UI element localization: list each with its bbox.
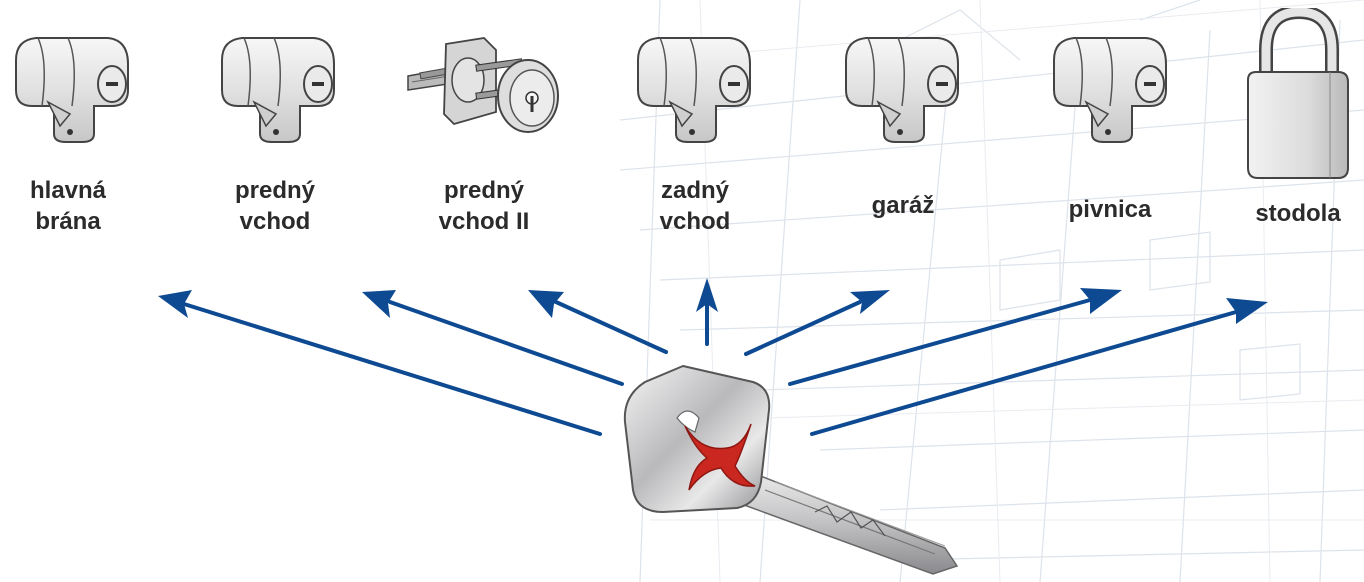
- label-line: vchod: [659, 208, 731, 235]
- euro-cylinder-icon: [15, 37, 129, 143]
- label-predny-vchod: predný vchod: [200, 175, 350, 237]
- label-zadny-vchod: zadný vchod: [620, 175, 770, 237]
- euro-cylinder-icon: [221, 37, 335, 143]
- label-stodola: stodola: [1223, 198, 1364, 229]
- arrowhead-stodola: [1226, 298, 1268, 324]
- label-pivnica: pivnica: [1035, 194, 1185, 225]
- rim-cylinder-icon: [407, 37, 559, 133]
- arrowhead-hlavna-brana: [158, 290, 192, 318]
- arrow-line-garaz: [744, 300, 862, 356]
- label-line: predný: [443, 177, 524, 204]
- euro-cylinder-icon: [1053, 37, 1167, 143]
- label-line: vchod II: [438, 208, 530, 235]
- label-line: predný: [234, 177, 315, 204]
- lock-predny-vchod: [214, 30, 342, 145]
- arrow-line-hlavna-brana: [182, 302, 602, 436]
- padlock-icon: [1247, 8, 1349, 179]
- arrowhead-garaz: [850, 290, 890, 314]
- label-line: stodola: [1255, 200, 1341, 227]
- lock-stodola: [1244, 8, 1354, 188]
- label-line: pivnica: [1068, 196, 1152, 223]
- label-line: vchod: [239, 208, 311, 235]
- arrow-line-pivnica: [788, 298, 1092, 386]
- lock-predny-vchod-ii: [404, 24, 564, 154]
- master-key: [615, 362, 975, 582]
- label-line: zadný: [660, 177, 729, 204]
- label-predny-vchod-ii: predný vchod II: [409, 175, 559, 237]
- lock-hlavna-brana: [8, 30, 136, 145]
- label-garaz: garáž: [828, 190, 978, 221]
- arrowhead-zadny-vchod: [696, 278, 718, 312]
- arrowhead-predny-vchod: [362, 290, 396, 318]
- arrow-line-predny-vchod-ii: [554, 300, 668, 354]
- arrowhead-predny-vchod-ii: [528, 290, 564, 318]
- arrow-line-stodola: [810, 310, 1238, 436]
- lock-zadny-vchod: [630, 30, 758, 145]
- label-line: brána: [35, 208, 101, 235]
- arrow-line-predny-vchod: [388, 300, 624, 386]
- lock-pivnica: [1046, 30, 1174, 145]
- label-line: garáž: [871, 192, 935, 219]
- euro-cylinder-icon: [845, 37, 959, 143]
- euro-cylinder-icon: [637, 37, 751, 143]
- label-line: hlavná: [29, 177, 107, 204]
- lock-garaz: [838, 30, 966, 145]
- arrowhead-pivnica: [1080, 288, 1122, 314]
- label-hlavna-brana: hlavná brána: [0, 175, 143, 237]
- master-key-icon: [623, 364, 959, 575]
